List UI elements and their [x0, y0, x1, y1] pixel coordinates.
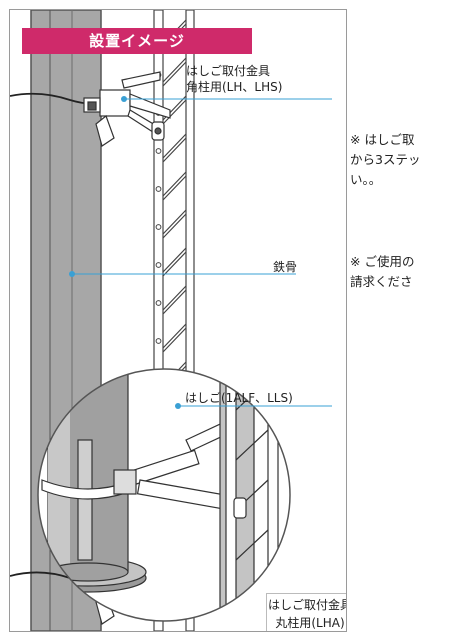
section-title-banner: 設置イメージ: [22, 28, 252, 54]
leader-lines: [72, 98, 332, 407]
illustration-frame: 設置イメージ はしご取付金具 角柱用(LH、LHS) 鉄骨 はしご(1ALF、L…: [9, 9, 347, 632]
callout-steel: 鉄骨: [273, 260, 298, 274]
callout-bracket-round: はしご取付金具 丸柱用(LHA): [266, 593, 347, 631]
callout-ladder: はしご(1ALF、LLS): [185, 391, 293, 405]
note-1-line3: い。。: [350, 172, 382, 187]
callout-bracket-round-line2: 丸柱用(LHA): [275, 616, 345, 630]
callout-bracket-square: はしご取付金具 角柱用(LH、LHS): [186, 63, 282, 95]
leader-dots: [69, 96, 181, 409]
callout-bracket-round-line1: はしご取付金具: [267, 598, 347, 612]
callout-bracket-square-line2: 角柱用(LH、LHS): [186, 80, 283, 94]
bracket-upper: [10, 71, 171, 147]
installation-diagram: [10, 10, 332, 631]
note-1-line1: ※ はしご取: [350, 132, 415, 147]
note-1-line2: から3ステッ: [350, 152, 421, 167]
note-2-line1: ※ ご使用の: [350, 254, 415, 269]
callout-bracket-square-line1: はしご取付金具: [186, 64, 271, 78]
note-1: ※ はしご取 から3ステッ い。。: [350, 130, 420, 190]
note-2: ※ ご使用の 請求くださ: [350, 252, 414, 292]
note-2-line2: 請求くださ: [350, 274, 413, 289]
